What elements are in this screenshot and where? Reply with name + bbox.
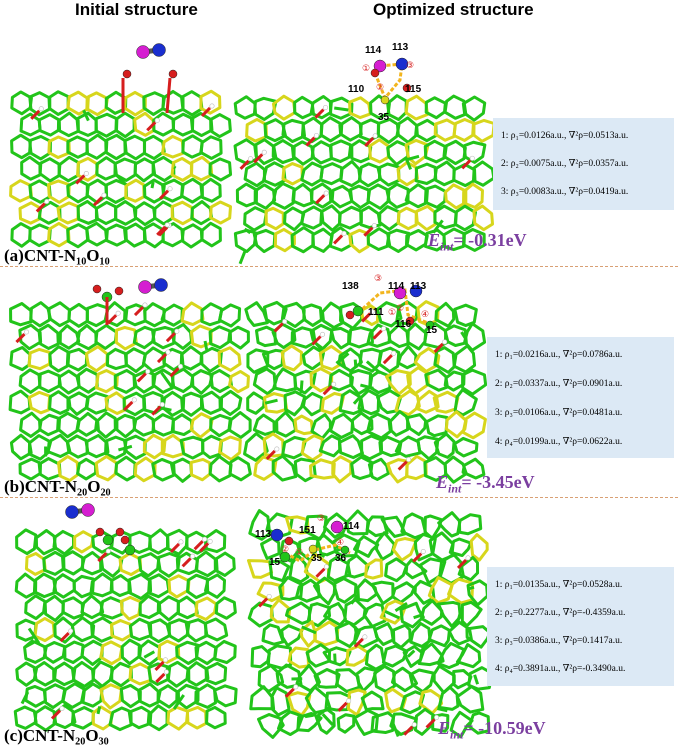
atom-label-15: 15 — [426, 325, 438, 336]
atom-label-151: 151 — [299, 525, 316, 536]
panel-b-label: (b)CNT-N₂₀O₂₀ — [4, 477, 111, 496]
panel-a-rho-2: 2: ρ₂=0.0075a.u., ∇²ρ=0.0357a.u. — [501, 159, 629, 169]
panel-c-rho-2: 2: ρ₂=0.2277a.u., ∇²ρ=-0.4359a.u. — [495, 608, 626, 618]
atom-label-138: 138 — [342, 281, 359, 292]
panel-b-initial-structure — [8, 278, 252, 483]
header-optimized: Optimized structure — [373, 0, 534, 19]
panel-a-rho-3: 3: ρ₃=0.0083a.u., ∇²ρ=0.0419a.u. — [501, 187, 629, 197]
svg-text:②: ② — [281, 544, 289, 554]
panel-c-rho-box: 1: ρ₁=0.0135a.u., ∇²ρ=0.0528a.u. 2: ρ₂=0… — [487, 567, 674, 686]
atom-label-111: 111 — [368, 307, 384, 318]
svg-text:③: ③ — [374, 273, 382, 283]
atom-label-110: 110 — [348, 84, 365, 95]
atom-label-35: 35 — [378, 112, 390, 123]
atom-label-114: 114 — [365, 45, 382, 56]
nanotube-lattice — [233, 94, 496, 265]
panel-a-rho-box: 1: ρ₁=0.0126a.u., ∇²ρ=0.0513a.u. 2: ρ₂=0… — [493, 118, 674, 210]
svg-text:③: ③ — [317, 513, 325, 523]
svg-text:③: ③ — [406, 60, 414, 70]
panel-b-rho-4: 4: ρ₄=0.0199a.u., ∇²ρ=0.0622a.u. — [495, 437, 623, 447]
panel-b-rho-2: 2: ρ₂=0.0337a.u., ∇²ρ=0.0901a.u. — [495, 379, 623, 389]
panel-a-label: (a)CNT-N₁₀O₁₀ — [4, 246, 110, 265]
svg-text:①: ① — [388, 307, 396, 317]
svg-text:②: ② — [396, 303, 404, 313]
nanotube-lattice — [13, 528, 238, 732]
panel-c-rho-4: 4: ρ₄=0.3891a.u., ∇²ρ=-0.3490a.u. — [495, 664, 626, 674]
nanotube-lattice — [8, 301, 252, 483]
panel-a-eint: Eint= -0.31eV — [428, 230, 527, 254]
panel-c-initial-structure — [13, 503, 238, 732]
panel-a-optimized-structure: 114 113 110 115 35 ①② ③ — [233, 42, 496, 265]
divider-2 — [0, 497, 678, 498]
panel-b-rho-1: 1: ρ₁=0.0216a.u., ∇²ρ=0.0786a.u. — [495, 350, 623, 360]
nanotube-lattice — [243, 300, 488, 484]
panel-b-eint: Eint= -3.45eV — [436, 472, 535, 496]
panel-b-rho-box: 1: ρ₁=0.0216a.u., ∇²ρ=0.0786a.u. 2: ρ₂=0… — [487, 337, 674, 458]
svg-text:①: ① — [362, 63, 370, 73]
atom-label-113: 113 — [410, 281, 427, 292]
nanotube-lattice — [246, 509, 494, 739]
atom-label-15: 15 — [269, 557, 281, 568]
atom-label-115: 115 — [405, 84, 422, 95]
atom-label-113: 113 — [255, 529, 272, 540]
panel-c-label: (c)CNT-N₂₀O₃₀ — [4, 726, 109, 745]
panel-c-optimized-structure: 113 151 114 15 35 36 ①② ③ ④ — [246, 509, 494, 739]
atom-label-116: 116 — [395, 319, 412, 330]
svg-text:④: ④ — [336, 537, 344, 547]
panel-a-initial-structure — [9, 43, 233, 249]
svg-text:④: ④ — [421, 309, 429, 319]
panel-a-rho-1: 1: ρ₁=0.0126a.u., ∇²ρ=0.0513a.u. — [501, 131, 629, 141]
divider-1 — [0, 266, 678, 267]
atom-label-114: 114 — [388, 281, 405, 292]
svg-text:②: ② — [376, 82, 384, 92]
panel-b-rho-3: 3: ρ₃=0.0106a.u., ∇²ρ=0.0481a.u. — [495, 408, 623, 418]
header-initial: Initial structure — [75, 0, 198, 19]
atom-label-35: 35 — [311, 553, 323, 564]
atom-label-113: 113 — [392, 42, 409, 53]
svg-text:①: ① — [295, 547, 303, 557]
atom-label-36: 36 — [335, 553, 347, 564]
nanotube-lattice — [9, 89, 233, 249]
panel-c-eint: Eint= -10.59eV — [438, 718, 546, 742]
atom-label-114: 114 — [343, 521, 360, 532]
panel-c-rho-3: 3: ρ₃=0.0386a.u., ∇²ρ=0.1417a.u. — [495, 636, 623, 646]
panel-c-rho-1: 1: ρ₁=0.0135a.u., ∇²ρ=0.0528a.u. — [495, 580, 623, 590]
